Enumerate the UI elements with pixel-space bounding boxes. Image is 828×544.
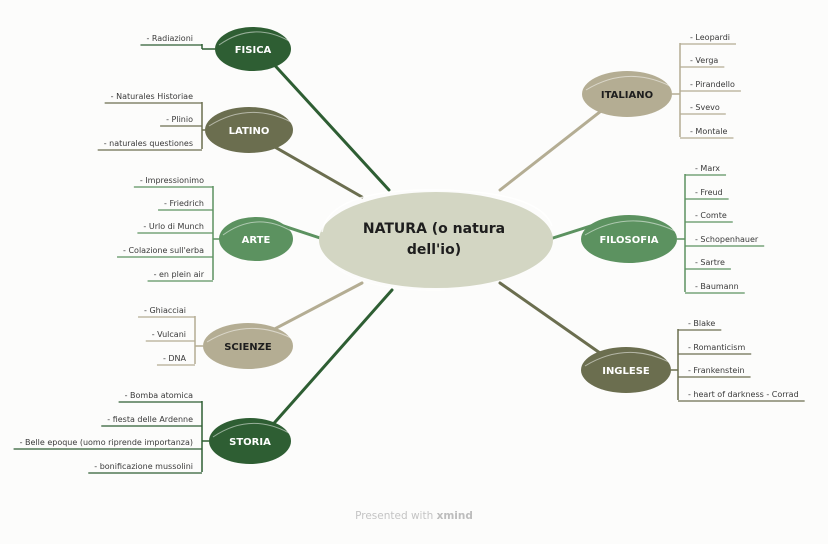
topic-arte-item[interactable]: - Impressionimo xyxy=(140,176,204,185)
branch-node-inglese[interactable]: INGLESE xyxy=(581,347,671,393)
branch-label-fisica: FISICA xyxy=(235,45,272,56)
branch-ellipse xyxy=(581,347,671,393)
topic-inglese-item[interactable]: - Romanticism xyxy=(688,343,745,352)
topic-latino-item[interactable]: - naturales questiones xyxy=(104,139,193,148)
branch-node-storia[interactable]: STORIA xyxy=(209,418,291,464)
branch-label-latino: LATINO xyxy=(229,126,270,137)
topic-filosofia-item[interactable]: - Freud xyxy=(695,188,723,197)
branch-ellipse xyxy=(582,71,672,117)
center-sketch-stroke xyxy=(329,261,446,291)
branch-node-scienze[interactable]: SCIENZE xyxy=(203,323,293,369)
topic-italiano-item[interactable]: - Pirandello xyxy=(690,80,735,89)
footer-brand[interactable]: xmind xyxy=(436,510,473,522)
connector-italiano xyxy=(498,108,604,192)
branch-node-italiano[interactable]: ITALIANO xyxy=(582,71,672,117)
branch-label-italiano: ITALIANO xyxy=(601,90,653,101)
topic-scienze-item[interactable]: - Vulcani xyxy=(152,330,186,339)
center-title-line-2: dell'io) xyxy=(407,242,461,258)
connector-latino xyxy=(271,144,364,199)
branch-ellipse xyxy=(219,217,293,261)
topic-arte-item[interactable]: - Friedrich xyxy=(164,199,204,208)
branch-sketch-stroke xyxy=(208,112,292,127)
connector-fisica xyxy=(272,62,391,192)
connector-scienze xyxy=(271,281,364,332)
topic-latino-item[interactable]: - Plinio xyxy=(166,115,193,124)
topic-arte-item[interactable]: - Urlo di Munch xyxy=(143,222,204,231)
footer-credit: Presented with xmind xyxy=(0,510,828,522)
branch-sketch-stroke xyxy=(218,31,290,46)
branch-label-filosofia: FILOSOFIA xyxy=(599,235,658,246)
branch-sketch-stroke xyxy=(212,423,290,438)
connector-storia xyxy=(271,288,394,427)
branch-sketch-stroke xyxy=(584,352,670,367)
topic-filosofia-item[interactable]: - Schopenhauer xyxy=(695,235,759,244)
branch-label-arte: ARTE xyxy=(242,235,271,246)
branch-sketch-stroke xyxy=(585,76,671,91)
center-title-line-1: NATURA (o natura xyxy=(363,221,505,237)
topic-filosofia-item[interactable]: - Baumann xyxy=(695,282,739,291)
center-sketch-stroke xyxy=(321,189,553,233)
connector-inglese xyxy=(498,281,603,356)
topic-inglese-item[interactable]: - Frankenstein xyxy=(688,366,745,375)
topic-italiano-item[interactable]: - Svevo xyxy=(690,103,720,112)
topic-italiano-item[interactable]: - Verga xyxy=(690,56,718,65)
topic-italiano-item[interactable]: - Montale xyxy=(690,127,728,136)
topic-storia-item[interactable]: - Bomba atomica xyxy=(125,391,193,400)
topic-filosofia-item[interactable]: - Comte xyxy=(695,211,727,220)
topic-scienze-item[interactable]: - DNA xyxy=(163,354,187,363)
topic-italiano-item[interactable]: - Leopardi xyxy=(690,33,730,42)
branch-node-arte[interactable]: ARTE xyxy=(219,217,293,261)
topic-filosofia-item[interactable]: - Sartre xyxy=(695,258,725,267)
topic-arte-item[interactable]: - Colazione sull'erba xyxy=(123,246,204,255)
branch-node-filosofia[interactable]: FILOSOFIA xyxy=(581,215,677,263)
branch-node-fisica[interactable]: FISICA xyxy=(215,27,291,71)
branch-label-storia: STORIA xyxy=(229,437,271,448)
topic-arte-item[interactable]: - en plein air xyxy=(154,270,205,279)
branch-ellipse xyxy=(203,323,293,369)
topic-inglese-item[interactable]: - heart of darkness - Corrad xyxy=(688,390,799,399)
center-node[interactable]: NATURA (o natura dell'io) xyxy=(319,189,553,291)
topic-fisica-item[interactable]: - Radiazioni xyxy=(146,34,193,43)
center-ellipse xyxy=(319,192,553,288)
topic-inglese-item[interactable]: - Blake xyxy=(688,319,715,328)
branch-sketch-stroke xyxy=(206,328,292,343)
topic-filosofia-item[interactable]: - Marx xyxy=(695,164,720,173)
topic-scienze-item[interactable]: - Ghiacciai xyxy=(144,306,186,315)
branch-sketch-stroke xyxy=(584,220,676,236)
branch-sketch-stroke xyxy=(222,221,292,236)
branch-node-latino[interactable]: LATINO xyxy=(205,107,293,153)
topic-latino-item[interactable]: - Naturales Historiae xyxy=(111,92,193,101)
branch-ellipse xyxy=(581,215,677,263)
topic-storia-item[interactable]: - fiesta delle Ardenne xyxy=(107,415,193,424)
branch-label-scienze: SCIENZE xyxy=(224,342,272,353)
topic-storia-item[interactable]: - bonificazione mussolini xyxy=(94,462,193,471)
topic-storia-item[interactable]: - Belle epoque (uomo riprende importanza… xyxy=(20,438,193,447)
branch-ellipse xyxy=(215,27,291,71)
footer-prefix: Presented with xyxy=(355,510,434,522)
branch-label-inglese: INGLESE xyxy=(602,366,650,377)
branch-ellipse xyxy=(209,418,291,464)
branch-ellipse xyxy=(205,107,293,153)
